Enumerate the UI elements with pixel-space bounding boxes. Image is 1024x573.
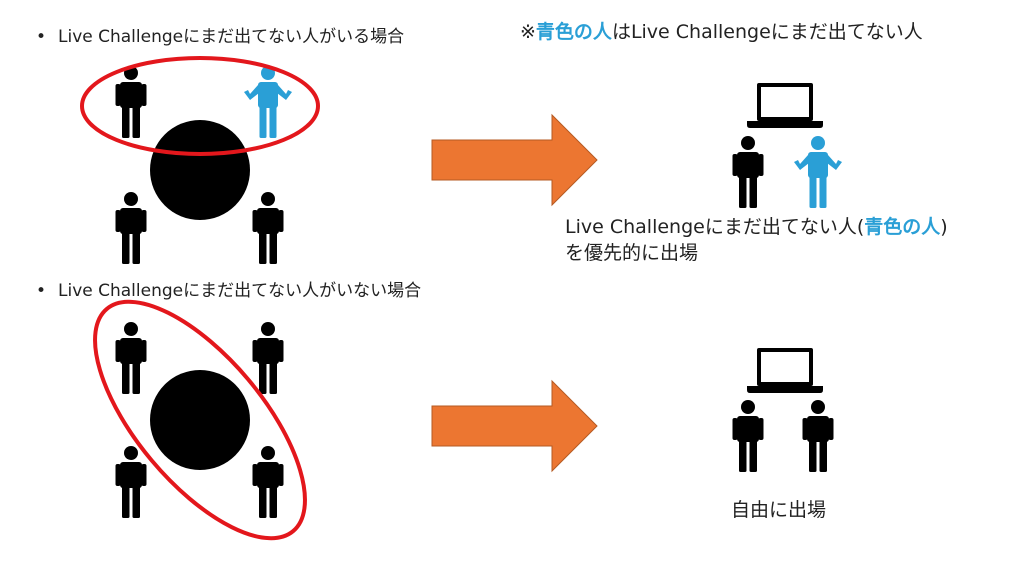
scenario1-result-person-icon: [732, 136, 764, 208]
scenario2-table-group: [93, 299, 307, 541]
scenario2-result-person-left-icon: [732, 400, 764, 472]
scenario1-table: [150, 120, 250, 220]
scenario1-result-highlight: 青色の人: [864, 216, 941, 238]
note-highlight: 青色の人: [535, 21, 612, 43]
scenario2-selection-ring: [93, 299, 307, 541]
scenario2-person-top-left-icon: [115, 322, 147, 394]
note-suffix: はLive Challengeにまだ出てない人: [611, 21, 923, 43]
scenario1-selection-ring: [80, 56, 320, 156]
scenario2-result: 自由に出場: [731, 499, 827, 521]
scenario1-person-bottom-right-icon: [252, 192, 284, 264]
scenario2-person-bottom-left-icon: [115, 446, 147, 518]
scenario1-result-line1: Live Challengeにまだ出てない人(青色の人): [565, 214, 948, 240]
scenario1-blue-person-icon: [244, 66, 292, 138]
scenario2-table: [150, 370, 250, 470]
scenario1-person-top-left-icon: [115, 66, 147, 138]
scenario2-bullet: •: [36, 281, 47, 301]
scenario1-table-group: [80, 56, 320, 264]
scenario2-heading-row: • Live Challengeにまだ出てない人がいない場合: [36, 276, 421, 301]
scenario2-laptop-icon: [747, 348, 823, 393]
scenario1-heading-row: • Live Challengeにまだ出てない人がいる場合: [36, 22, 404, 47]
scenario1-arrow-icon: [431, 113, 598, 207]
scenario2-heading: Live Challengeにまだ出てない人がいない場合: [58, 281, 422, 301]
scenario1-result: Live Challengeにまだ出てない人(青色の人) を優先的に出場: [565, 214, 948, 266]
scenario2-arrow-icon: [431, 379, 598, 473]
scenario1-result-line1-prefix: Live Challengeにまだ出てない人(: [565, 216, 865, 238]
scenario1-result-blue-person-icon: [794, 136, 842, 208]
note-legend: ※青色の人はLive Challengeにまだ出てない人: [520, 17, 923, 44]
note-prefix: ※: [520, 21, 536, 43]
scenario1-result-line2: を優先的に出場: [565, 242, 699, 264]
scenario2-result-person-right-icon: [802, 400, 834, 472]
scenario1-bullet: •: [36, 27, 47, 47]
scenario1-person-bottom-left-icon: [115, 192, 147, 264]
scenario1-result-line1-suffix: ): [940, 216, 948, 238]
scenario1-laptop-icon: [747, 83, 823, 128]
scenario1-heading: Live Challengeにまだ出てない人がいる場合: [58, 27, 405, 47]
scenario2-person-top-right-icon: [252, 322, 284, 394]
scenario2-person-bottom-right-icon: [252, 446, 284, 518]
